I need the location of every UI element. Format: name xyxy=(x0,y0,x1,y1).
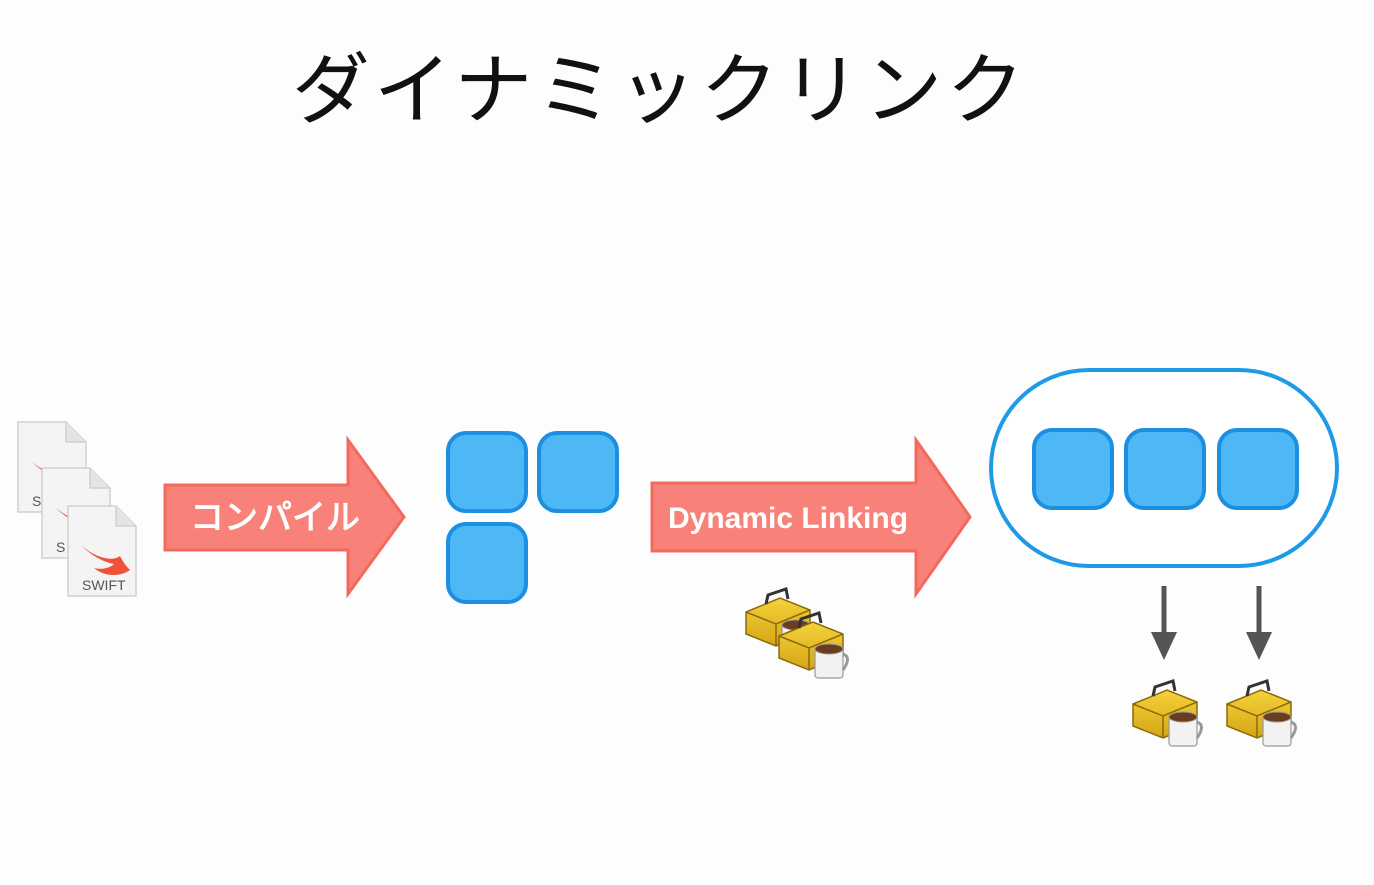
compile-arrow-label: コンパイル xyxy=(190,499,360,537)
page-title: ダイナミックリンク xyxy=(291,46,1029,136)
down-arrow xyxy=(1246,586,1272,660)
toolbox-coffee-icon xyxy=(1131,679,1203,748)
dynamic-linking-arrow xyxy=(650,435,972,599)
object-module xyxy=(537,431,619,513)
down-arrow xyxy=(1151,586,1177,660)
binary-module xyxy=(1124,428,1206,510)
toolbox-coffee-icon xyxy=(1225,679,1297,748)
binary-module xyxy=(1217,428,1299,510)
swift-file-label-partial: S xyxy=(32,493,41,509)
swift-file-icon: SWIFT xyxy=(67,505,137,597)
dynamic-linking-arrow-label: Dynamic Linking xyxy=(668,502,908,535)
swift-file-label: SWIFT xyxy=(82,577,126,593)
object-module xyxy=(446,522,528,604)
object-module xyxy=(446,431,528,513)
swift-file-label-partial: S xyxy=(56,539,65,555)
binary-module xyxy=(1032,428,1114,510)
compile-arrow xyxy=(163,435,406,599)
